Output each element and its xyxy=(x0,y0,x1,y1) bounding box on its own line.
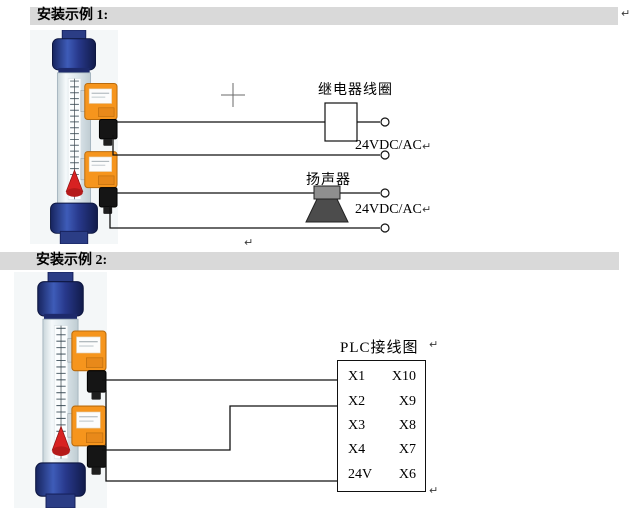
plc-terminal: X2 xyxy=(348,393,366,409)
relay-power-label: 24VDC/AC xyxy=(355,138,422,153)
plc-row: X2 X9 xyxy=(348,394,416,410)
plc-terminal: X1 xyxy=(348,369,366,385)
flowmeter-photo-1 xyxy=(30,30,118,244)
relay-coil-box xyxy=(324,102,358,142)
plc-terminal: X4 xyxy=(348,442,366,458)
example-1-title: 安装示例 1: xyxy=(37,8,109,23)
relay-coil-label: 继电器线圈 xyxy=(318,83,393,98)
plc-terminal: X6 xyxy=(398,466,416,482)
plc-terminal: X9 xyxy=(398,393,416,409)
plc-terminal: X3 xyxy=(348,417,366,433)
speaker-icon xyxy=(305,185,349,223)
return-mark-icon: ↵ xyxy=(244,236,254,249)
plc-terminal: X7 xyxy=(398,442,416,458)
example-2-title: 安装示例 2: xyxy=(36,253,108,268)
speaker-label: 扬声器 xyxy=(306,173,351,188)
return-mark-icon: ↵ xyxy=(429,484,439,497)
plc-diagram-title: PLC接线图 xyxy=(340,340,419,356)
plc-row: X4 X7 xyxy=(348,442,416,458)
return-mark-icon: ↵ xyxy=(429,338,439,351)
speaker-power-label: 24VDC/AC xyxy=(355,202,422,217)
plc-terminal-box: X1 X10 X2 X9 X3 X8 X4 X7 24V X6 xyxy=(337,360,426,492)
plc-terminal: X8 xyxy=(398,417,416,433)
return-mark-icon: ↵ xyxy=(621,7,631,20)
plc-row: X1 X10 xyxy=(348,369,416,385)
flowmeter-photo-2 xyxy=(14,272,107,508)
example-1-header-bar: 安装示例 1: xyxy=(30,7,618,25)
plc-row: 24V X6 xyxy=(348,467,416,483)
example-2-header-bar: 安装示例 2: xyxy=(0,252,619,270)
return-mark-icon: ↵ xyxy=(422,140,432,153)
plc-terminal: X10 xyxy=(391,369,416,385)
wires-example-2 xyxy=(102,379,337,482)
plc-terminal: 24V xyxy=(348,466,373,482)
crosshair-mark xyxy=(221,83,245,107)
return-mark-icon: ↵ xyxy=(422,203,432,216)
plc-row: X3 X8 xyxy=(348,418,416,434)
